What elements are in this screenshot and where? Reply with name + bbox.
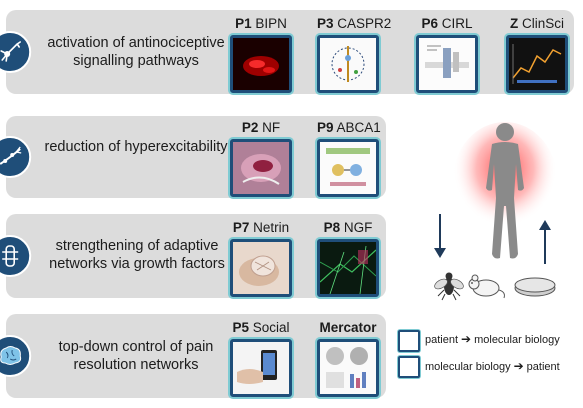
clinical-data-plot — [506, 35, 568, 93]
theme-row-growth-factors: strengthening of adaptive networks via g… — [0, 214, 386, 298]
tissue-on-hand-photo — [230, 239, 292, 297]
theme-row-antinociceptive: activation of antinociceptive signalling… — [0, 10, 574, 94]
human-body-with-pain-glow — [453, 122, 557, 259]
legend-box-biology-to-patient — [398, 356, 420, 378]
project-card-p9[interactable]: P9 ABCA1 — [317, 120, 381, 197]
project-card-p5[interactable]: P5 Social — [230, 320, 292, 397]
neural-network-microscopy — [317, 239, 379, 297]
project-card-z[interactable]: Z ClinSci — [506, 16, 568, 93]
project-card-p2[interactable]: P2 NF — [230, 120, 292, 197]
project-label: P8 NGF — [323, 220, 373, 235]
project-label: P5 Social — [232, 320, 290, 335]
pns-cns-schematic — [317, 35, 379, 93]
mouse-icon — [468, 274, 505, 299]
project-label: P3 CASPR2 — [317, 16, 392, 31]
legend-entry: molecular biology➔patient — [425, 359, 560, 374]
project-card-p7[interactable]: P7 Netrin — [230, 220, 292, 297]
pathway-schematic — [317, 139, 379, 197]
project-label: P9 ABCA1 — [317, 120, 381, 135]
project-card-p8[interactable]: P8 NGF — [317, 220, 379, 297]
brain-icon — [0, 335, 32, 377]
brain-imaging-panels — [317, 339, 379, 397]
project-label: P1 BIPN — [235, 16, 287, 31]
project-label: P7 Netrin — [232, 220, 290, 235]
membrane-protein-schematic — [416, 35, 478, 93]
project-label: P2 NF — [241, 120, 281, 135]
smartphone-photo — [230, 339, 292, 397]
theme-label: strengthening of adaptive networks via g… — [49, 238, 225, 272]
right-arrow-icon: ➔ — [513, 359, 524, 373]
theme-row-hyperexcitability: reduction of hyperexcitability P2 NF P9 … — [0, 116, 386, 198]
project-label: Z ClinSci — [509, 16, 565, 31]
fly-icon — [434, 272, 464, 301]
project-card-p1[interactable]: P1 BIPN — [230, 16, 292, 93]
legend-box-patient-to-biology — [398, 330, 420, 352]
up-arrow-icon — [539, 220, 551, 264]
project-label: P6 CIRL — [421, 16, 473, 31]
theme-label: top-down control of pain resolution netw… — [58, 339, 214, 373]
project-label: Mercator — [319, 320, 377, 335]
theme-label: activation of antinociceptive signalling… — [47, 35, 225, 69]
legend-entry: patient➔molecular biology — [425, 332, 560, 347]
fluorescence-microscopy-image — [230, 35, 292, 93]
project-card-p6[interactable]: P6 CIRL — [416, 16, 478, 93]
nerve-fiber-icon — [0, 136, 32, 178]
project-card-mercator[interactable]: Mercator — [317, 320, 379, 397]
surgical-photo — [230, 139, 292, 197]
right-arrow-icon: ➔ — [461, 332, 472, 346]
down-arrow-icon — [434, 214, 446, 258]
spinal-cord-icon — [0, 235, 32, 277]
theme-label: reduction of hyperexcitability — [44, 139, 228, 155]
theme-row-top-down-control: top-down control of pain resolution netw… — [0, 314, 386, 398]
project-card-p3[interactable]: P3 CASPR2 — [317, 16, 392, 93]
petri-dish-icon — [514, 277, 556, 297]
neuron-icon — [0, 31, 32, 73]
